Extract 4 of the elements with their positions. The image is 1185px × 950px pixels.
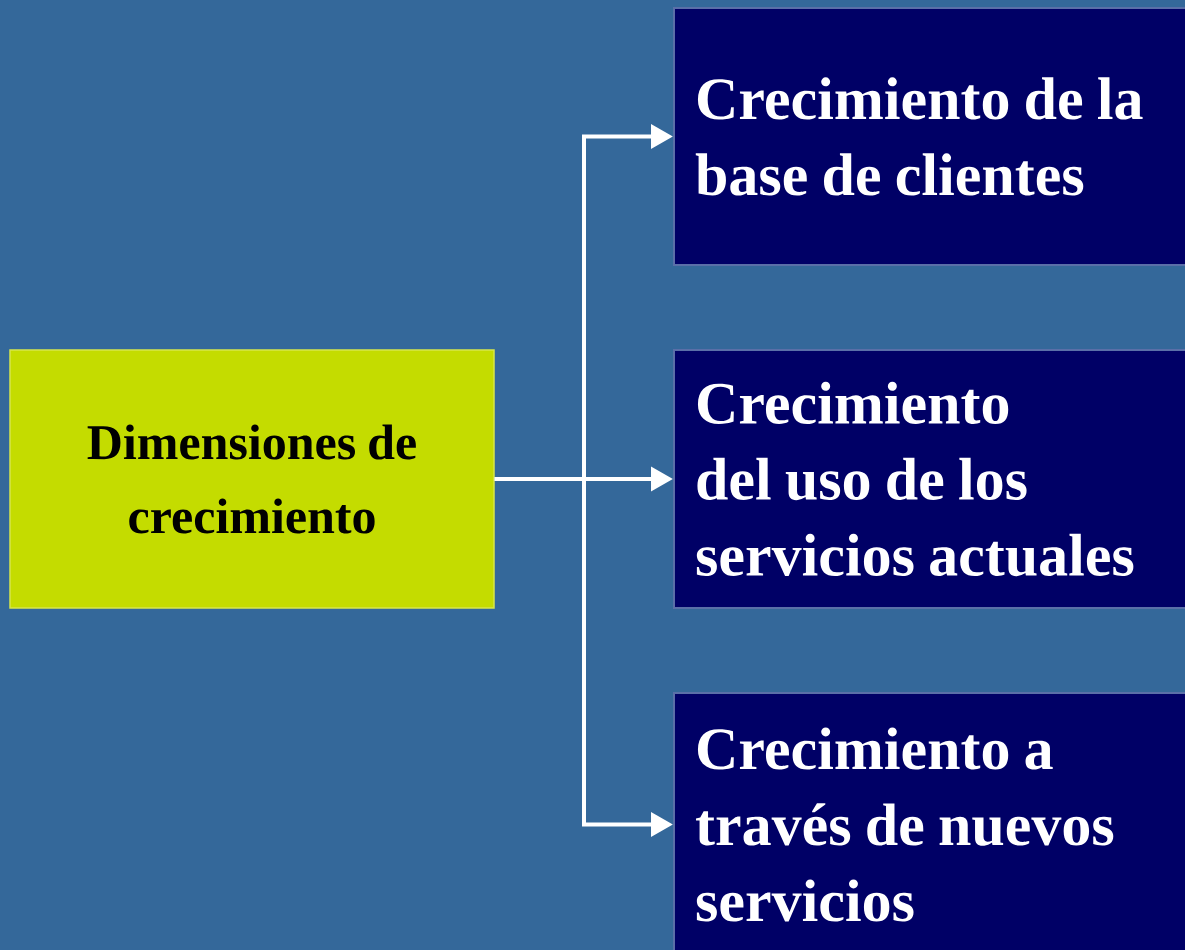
dimension-box: Crecimiento del uso de los servicios actuales: [673, 349, 1185, 609]
category-box: Dimensiones de crecimiento: [9, 349, 495, 609]
dimension-box: Crecimiento a través de nuevos servicios: [673, 692, 1185, 950]
dimension-box: Crecimiento de la base de clientes: [673, 7, 1185, 266]
